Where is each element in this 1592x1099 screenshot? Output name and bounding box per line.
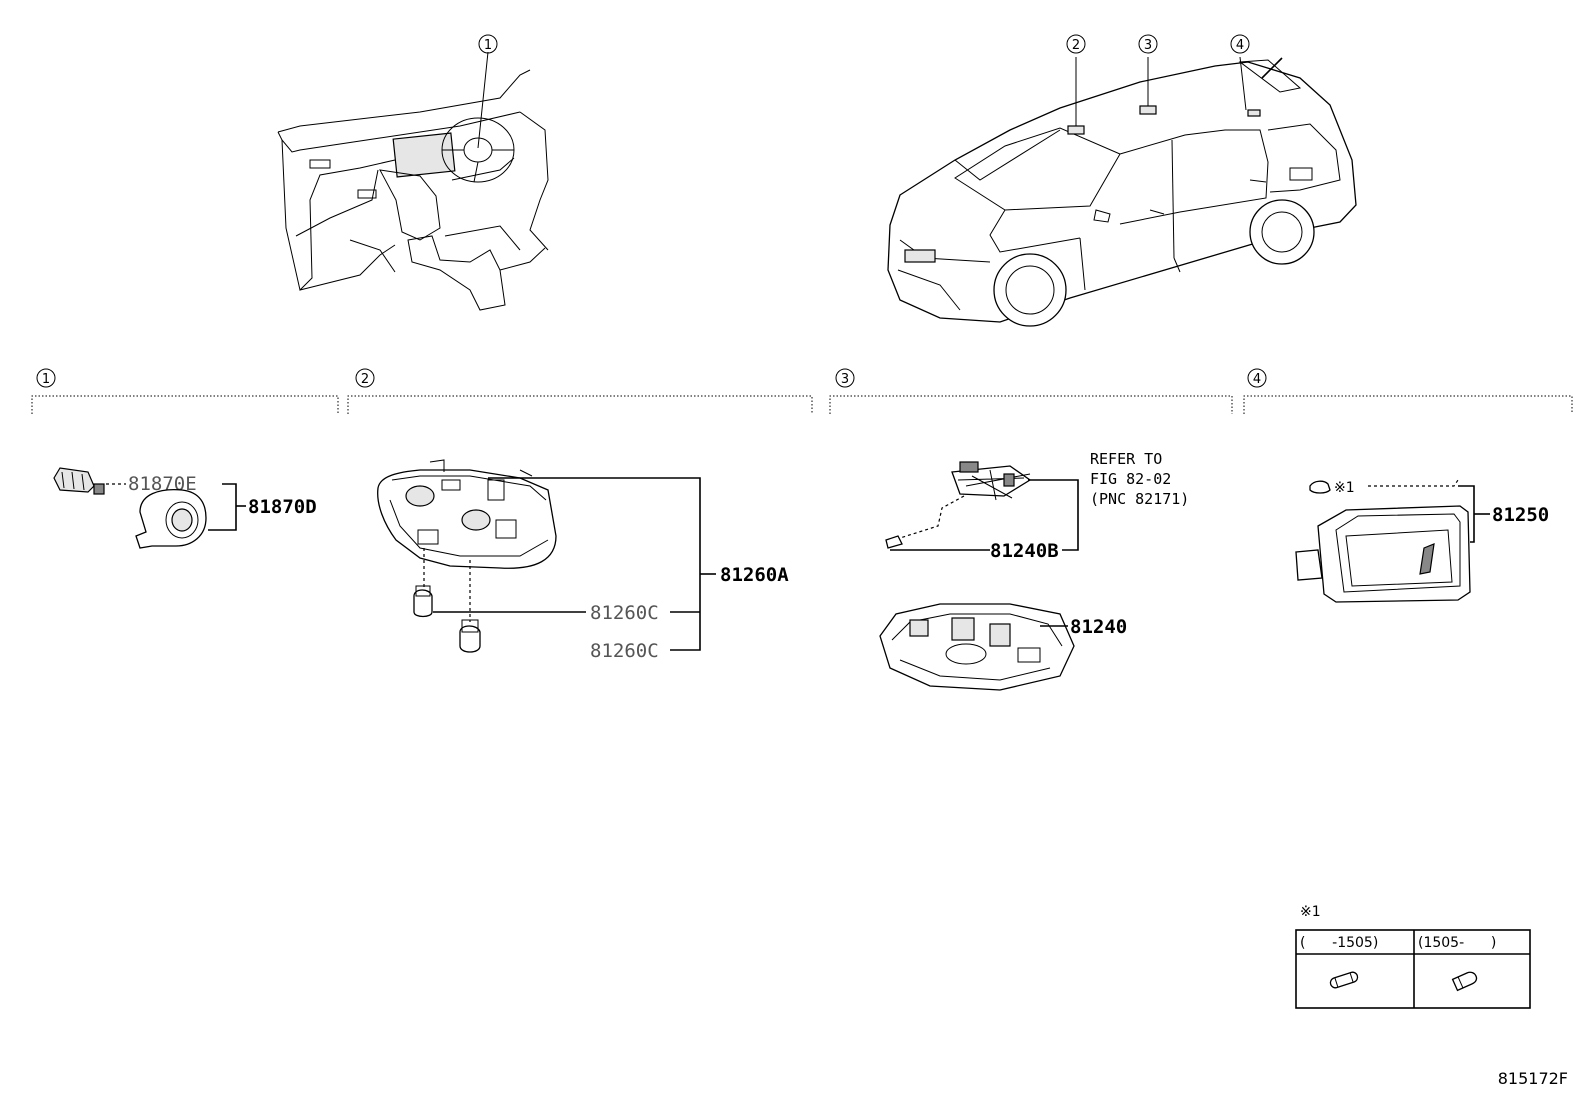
section-2-parts: 81260A 81260C 81260C [377, 459, 789, 662]
part-label-81240b: 81240B [990, 540, 1059, 562]
car-illustration [887, 56, 1357, 327]
part-label-81870d: 81870D [248, 496, 317, 518]
lamp-ring-part [135, 488, 207, 549]
section-4-index: 4 [1253, 372, 1261, 387]
bulb-part-3 [885, 535, 903, 549]
callout-3-top: 3 [1144, 38, 1152, 53]
bulb-variant-1 [1329, 971, 1359, 989]
dome-lamp-housing [879, 603, 1075, 691]
refer-note-line-1: REFER TO [1090, 450, 1162, 468]
callout-4-top: 4 [1236, 38, 1244, 53]
footnote-col-2: (1505- ) [1418, 935, 1496, 951]
section-1-index: 1 [42, 372, 50, 387]
part-label-81260c-2: 81260C [590, 640, 659, 662]
luggage-lamp-part [1317, 505, 1471, 603]
footnote-table: ※1 ( -1505) (1505- ) [1295, 904, 1531, 1009]
footnote-table-mark: ※1 [1300, 904, 1321, 920]
section-1-parts: 81870E 81870D [53, 467, 317, 549]
section-4-parts: ※1 81250 [1295, 479, 1549, 603]
section-3-parts: 81240B REFER TO FIG 82-02 (PNC 82171) 81… [879, 450, 1189, 691]
diagram-id: 815172F [1498, 1069, 1568, 1088]
part-label-81240: 81240 [1070, 616, 1127, 638]
section-brackets: 1 2 3 4 [31, 368, 1573, 414]
bulb-part-1 [413, 589, 433, 618]
refer-note-line-3: (PNC 82171) [1090, 490, 1189, 508]
footnote-col-1: ( -1505) [1300, 935, 1378, 951]
top-callouts: 1 2 3 4 [478, 34, 1250, 54]
bulb-part-4 [1309, 480, 1331, 494]
section-2-index: 2 [361, 372, 369, 387]
part-label-81260c-1: 81260C [590, 602, 659, 624]
callout-1-top: 1 [484, 38, 492, 53]
footnote-mark-inline: ※1 [1334, 480, 1355, 496]
part-label-81260a: 81260A [720, 564, 789, 586]
dashboard-illustration [277, 51, 549, 311]
part-label-81250: 81250 [1492, 504, 1549, 526]
section-3-index: 3 [841, 372, 849, 387]
bulb-part-2 [459, 625, 481, 653]
callout-2-top: 2 [1072, 38, 1080, 53]
bulb-variant-2 [1451, 971, 1478, 992]
refer-note-line-2: FIG 82-02 [1090, 470, 1171, 488]
